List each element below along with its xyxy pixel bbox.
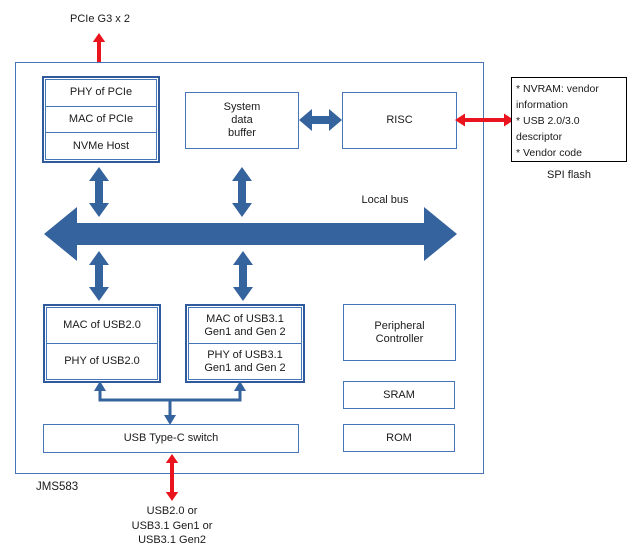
- pcie-stack-bus-arrow-icon: [89, 167, 109, 217]
- usb2-stack: MAC of USB2.0 PHY of USB2.0: [43, 304, 161, 383]
- usb3-stack: MAC of USB3.1 Gen1 and Gen 2 PHY of USB3…: [185, 304, 305, 383]
- local-bus-label: Local bus: [361, 194, 409, 206]
- risc-spi-arrow-icon: [455, 113, 514, 127]
- spi-flash-caption: SPI flash: [546, 169, 592, 181]
- spi-flash-contents: * NVRAM: vendor information * USB 2.0/3.…: [511, 77, 627, 162]
- usb-port-arrow-icon: [165, 454, 179, 501]
- pcie-port-label: PCIe G3 x 2: [70, 13, 130, 25]
- mac-of-usb3-block: MAC of USB3.1 Gen1 and Gen 2: [188, 307, 302, 344]
- pcie-nvme-stack: PHY of PCIe MAC of PCIe NVMe Host: [42, 76, 160, 163]
- system-data-buffer-block: System data buffer: [185, 92, 299, 149]
- phy-of-usb3-block: PHY of USB3.1 Gen1 and Gen 2: [188, 344, 302, 380]
- chip-name-label: JMS583: [36, 481, 79, 493]
- pcie-port-arrow-icon: [92, 33, 106, 77]
- local-bus-arrow-icon: [44, 207, 457, 261]
- usb-typec-switch-block: USB Type-C switch: [43, 424, 299, 453]
- peripheral-controller-block: Peripheral Controller: [343, 304, 456, 361]
- mac-of-usb2-block: MAC of USB2.0: [46, 307, 158, 344]
- bus-usb2-arrow-icon: [89, 251, 109, 301]
- phy-of-usb2-block: PHY of USB2.0: [46, 344, 158, 380]
- risc-block: RISC: [342, 92, 457, 149]
- phy-of-pcie-block: PHY of PCIe: [45, 79, 157, 107]
- buffer-risc-arrow-icon: [299, 109, 342, 131]
- phy-typec-connector-icon: [94, 381, 246, 425]
- usb-port-label: USB2.0 or USB3.1 Gen1 or USB3.1 Gen2: [131, 505, 213, 546]
- mac-of-pcie-block: MAC of PCIe: [45, 106, 157, 134]
- buffer-bus-arrow-icon: [232, 167, 252, 217]
- bus-usb3-arrow-icon: [233, 251, 253, 301]
- sram-block: SRAM: [343, 381, 455, 409]
- rom-block: ROM: [343, 424, 455, 452]
- nvme-host-block: NVMe Host: [45, 133, 157, 161]
